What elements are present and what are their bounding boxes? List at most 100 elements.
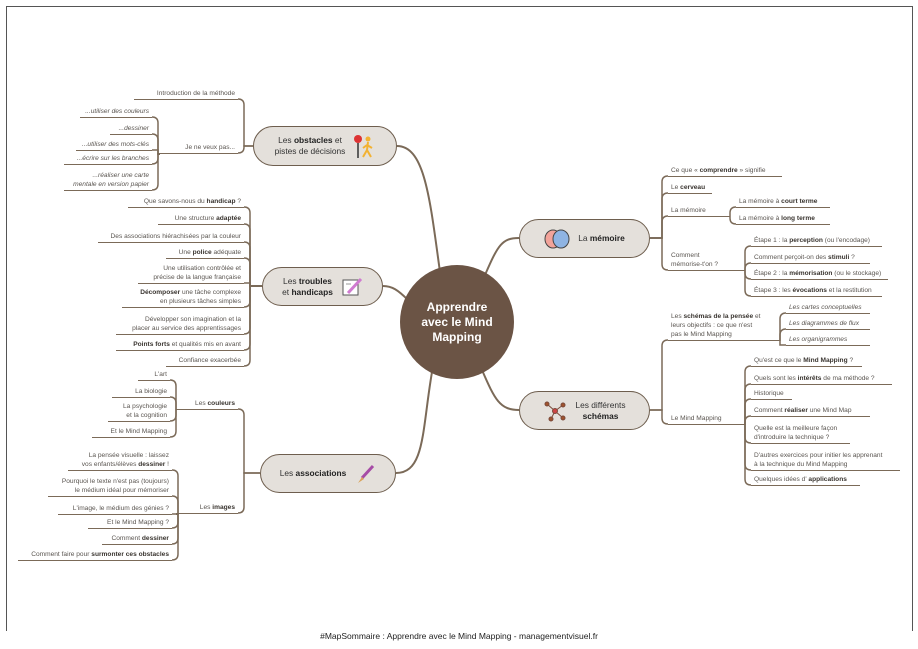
branch-item-me-etape2[interactable]: Étape 2 : la mémorisation (ou le stockag… bbox=[751, 269, 888, 280]
branch-item-mm-realiser[interactable]: Comment réaliser une Mind Map bbox=[751, 406, 870, 417]
item-text: Et le Mind Mapping ? bbox=[107, 519, 169, 526]
item-text: cerveau bbox=[680, 184, 706, 191]
connector-me-memoire bbox=[650, 215, 669, 239]
branch-item-sc-pensee[interactable]: Les schémas de la pensée et leurs object… bbox=[668, 312, 780, 341]
node-schemas[interactable]: Les différents schémas bbox=[519, 391, 650, 430]
item-text: ...écrire sur les branches bbox=[76, 155, 149, 162]
item-text: La mémoire à bbox=[739, 198, 782, 205]
item-text: une tâche complexe en plusieurs tâches s… bbox=[160, 289, 241, 305]
footer-caption: #MapSommaire : Apprendre avec le Mind Ma… bbox=[0, 631, 918, 641]
connector-mm-histo bbox=[744, 398, 752, 425]
branch-item-im-mm[interactable]: Et le Mind Mapping ? bbox=[88, 518, 172, 529]
item-text: Comment faire pour bbox=[31, 551, 92, 558]
branch-item-obs-mots[interactable]: ...utiliser des mots-clés bbox=[76, 140, 152, 151]
branch-item-tr-structure[interactable]: Une structure adaptée bbox=[158, 214, 244, 225]
central-topic[interactable]: Apprendre avec le Mind Mapping bbox=[400, 265, 514, 379]
node-troubles[interactable]: Les troubles et handicaps bbox=[262, 267, 383, 306]
item-text: Les bbox=[199, 504, 213, 511]
connector-im-pourquoi bbox=[171, 495, 179, 515]
branch-item-mm-autres[interactable]: D'autres exercices pour initier les appr… bbox=[751, 451, 900, 471]
branch-item-as-images[interactable]: Les images bbox=[176, 503, 238, 514]
branch-item-obs-couleurs[interactable]: ...utiliser des couleurs bbox=[80, 107, 152, 118]
connector-tr-utilisation bbox=[243, 282, 262, 287]
branch-item-me-comment[interactable]: Comment mémorise-t'on ? bbox=[668, 251, 745, 271]
branch-item-sc-cartes[interactable]: Les cartes conceptuelles bbox=[786, 303, 870, 314]
branch-item-mm-applications[interactable]: Quelques idées d' applications bbox=[751, 475, 860, 486]
item-text: Décomposer bbox=[140, 289, 181, 296]
branch-item-as-couleurs[interactable]: Les couleurs bbox=[176, 399, 238, 410]
branch-item-obs-branches[interactable]: ...écrire sur les branches bbox=[64, 154, 152, 165]
branch-item-im-pensee[interactable]: La pensée visuelle : laissez vos enfants… bbox=[68, 451, 172, 471]
item-text: ? bbox=[235, 198, 241, 205]
branch-item-me-etape3[interactable]: Étape 3 : les évocations et la restituti… bbox=[751, 286, 882, 297]
branch-item-tr-developper[interactable]: Développer son imagination et la placer … bbox=[116, 315, 244, 335]
node-associations[interactable]: Les associations bbox=[260, 454, 396, 493]
connector-co-psy bbox=[169, 410, 177, 422]
item-text: Confiance exacerbée bbox=[178, 357, 241, 364]
branch-item-mm-quest[interactable]: Qu'est ce que le Mind Mapping ? bbox=[751, 356, 862, 367]
branch-item-co-psy[interactable]: La psychologie et la cognition bbox=[108, 402, 170, 422]
brain-icon bbox=[544, 229, 570, 248]
branch-item-me-etape1[interactable]: Étape 1 : la perception (ou l'encodage) bbox=[751, 236, 882, 247]
branch-item-co-bio[interactable]: La biologie bbox=[112, 387, 170, 398]
branch-item-me-court[interactable]: La mémoire à court terme bbox=[736, 197, 830, 208]
branch-item-me-long[interactable]: La mémoire à long terme bbox=[736, 214, 830, 225]
branch-item-co-art[interactable]: L'art bbox=[138, 370, 170, 381]
branch-item-mm-quelle[interactable]: Quelle est la meilleure façon d'introdui… bbox=[751, 424, 850, 444]
branch-item-obs-intro[interactable]: Introduction de la méthode bbox=[134, 89, 238, 100]
branch-item-tr-police[interactable]: Une police adéquate bbox=[166, 248, 244, 259]
branch-item-sc-organ[interactable]: Les organigrammes bbox=[786, 335, 870, 346]
item-text: La psychologie et la cognition bbox=[123, 403, 167, 419]
branch-item-me-memoire[interactable]: La mémoire bbox=[668, 206, 730, 217]
branch-item-obs-jeneveux[interactable]: Je ne veux pas... bbox=[160, 143, 238, 154]
branch-item-mm-interets[interactable]: Quels sont les intérêts de ma méthode ? bbox=[751, 374, 892, 385]
connector-as-images bbox=[237, 472, 260, 514]
branch-item-obs-dessiner[interactable]: ...dessiner bbox=[110, 124, 152, 135]
connector-me-long bbox=[729, 217, 737, 225]
branch-item-tr-confiance[interactable]: Confiance exacerbée bbox=[166, 356, 244, 367]
branch-item-im-pourquoi[interactable]: Pourquoi le texte n'est pas (toujours) l… bbox=[48, 477, 172, 497]
item-text: perception bbox=[789, 237, 823, 244]
branch-item-sc-diag[interactable]: Les diagrammes de flux bbox=[786, 319, 870, 330]
item-text: dessiner bbox=[141, 535, 169, 542]
item-text: police bbox=[192, 249, 212, 256]
branch-item-im-image[interactable]: L'image, le médium des génies ? bbox=[58, 504, 172, 515]
branch-memoire bbox=[484, 237, 520, 276]
connector-me-court bbox=[729, 206, 737, 217]
item-text: et la restitution bbox=[826, 287, 872, 294]
item-text: adéquate bbox=[211, 249, 241, 256]
connector-tr-developper bbox=[243, 285, 262, 335]
branch-item-im-dessiner[interactable]: Comment dessiner bbox=[102, 534, 172, 545]
branch-item-tr-handicap[interactable]: Que savons-nous du handicap ? bbox=[128, 197, 244, 208]
branch-item-me-cerveau[interactable]: Le cerveau bbox=[668, 183, 712, 194]
connector-im-pensee bbox=[171, 469, 179, 515]
branch-item-co-mm[interactable]: Et le Mind Mapping bbox=[92, 427, 170, 438]
item-text: ...utiliser des mots-clés bbox=[81, 141, 149, 148]
branch-item-tr-utilisation[interactable]: Une utilisation contrôlée et précise de … bbox=[138, 264, 244, 284]
connector-tr-confiance bbox=[243, 285, 262, 367]
connector-me-etape1 bbox=[744, 245, 752, 271]
item-text: Comment perçoit-on des bbox=[754, 254, 829, 261]
node-obstacles[interactable]: Les obstacles et pistes de décisions bbox=[253, 126, 397, 166]
connector-co-art bbox=[169, 379, 177, 410]
branch-item-sc-mm[interactable]: Le Mind Mapping bbox=[668, 414, 745, 425]
branch-item-tr-assoc[interactable]: Des associations hiérachisées par la cou… bbox=[98, 232, 244, 243]
branch-item-mm-histo[interactable]: Historique bbox=[751, 389, 792, 400]
branch-item-tr-decomposer[interactable]: Décomposer une tâche complexe en plusieu… bbox=[122, 288, 244, 308]
branch-item-im-surmonter[interactable]: Comment faire pour surmonter ces obstacl… bbox=[18, 550, 172, 561]
node-memoire[interactable]: La mémoire bbox=[519, 219, 650, 258]
branch-item-tr-points[interactable]: Points forts et qualités mis en avant bbox=[116, 340, 244, 351]
item-text: Une bbox=[178, 249, 193, 256]
item-text: ...dessiner bbox=[118, 125, 149, 132]
branch-item-obs-carte[interactable]: ...réaliser une carte mentale en version… bbox=[64, 171, 152, 191]
item-text: ...utiliser des couleurs bbox=[85, 108, 149, 115]
node-label: La mémoire bbox=[578, 233, 625, 243]
connector-me-comment bbox=[650, 237, 669, 271]
branch-item-me-comprendre[interactable]: Ce que « comprendre » signifie bbox=[668, 166, 782, 177]
item-text: Les cartes conceptuelles bbox=[789, 304, 862, 311]
connector-tr-decomposer bbox=[243, 285, 262, 308]
connector-mm-quest bbox=[744, 365, 752, 425]
molecule-graph-icon bbox=[544, 401, 566, 421]
branch-item-me-stimuli[interactable]: Comment perçoit-on des stimuli ? bbox=[751, 253, 870, 264]
